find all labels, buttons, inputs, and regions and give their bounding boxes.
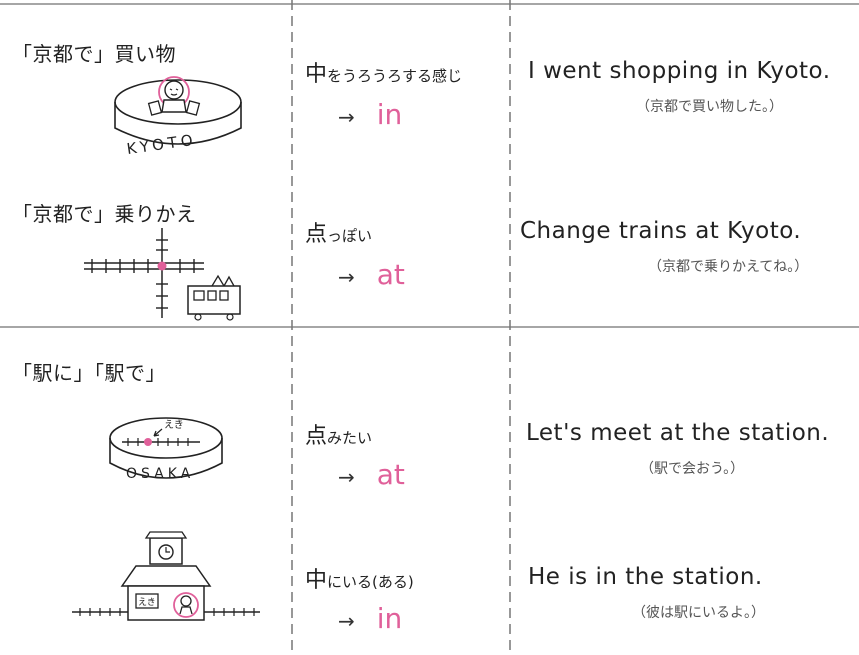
train-crossing-drawing: [84, 228, 241, 321]
kyoto-city-drawing: [114, 76, 242, 145]
row2-feel-main: 点: [305, 222, 328, 247]
row3-label: 「駅に」「駅で」: [12, 361, 166, 385]
row2-arrow: →: [338, 265, 355, 289]
building-sign-text: えき: [138, 597, 156, 608]
row3-feeling: 点みたい: [305, 418, 372, 450]
row3-answer: → at: [338, 458, 405, 491]
station-building-drawing: えき: [72, 531, 260, 621]
row3-feel-rest: みたい: [327, 429, 373, 447]
osaka-small-sign: えき: [164, 419, 184, 431]
row4-preposition: in: [376, 602, 403, 635]
row1-preposition: in: [376, 98, 403, 131]
row4-feel-rest: にいる(ある): [327, 573, 414, 591]
row1-feel-main: 中: [305, 62, 328, 87]
row3-english: Let's meet at the station.: [526, 420, 830, 446]
row4-feel-main: 中: [305, 568, 328, 593]
row1-arrow: →: [338, 105, 355, 129]
row2-japanese: （京都で乗りかえてね。）: [648, 259, 809, 275]
row2-feeling: 点っぽい: [305, 216, 372, 248]
row2-english: Change trains at Kyoto.: [520, 218, 802, 244]
kyoto-sign-text: KYOTO: [126, 131, 198, 159]
row2-label: 「京都で」乗りかえ: [12, 202, 197, 226]
osaka-station-drawing: えき OSAKA: [109, 417, 223, 482]
osaka-sign-text: OSAKA: [126, 466, 194, 482]
kyoto-sign: KYOTO: [126, 131, 198, 159]
row2-answer: → at: [338, 258, 405, 291]
row1-label: 「京都で」買い物: [12, 42, 176, 66]
row3-japanese: （駅で会おう。）: [640, 461, 745, 477]
row1-japanese: （京都で買い物した。）: [636, 99, 783, 115]
row2-feel-rest: っぽい: [327, 227, 373, 245]
row3-preposition: at: [376, 458, 405, 491]
row1-feeling: 中をうろうろする感じ: [305, 56, 462, 88]
row4-english: He is in the station.: [528, 564, 763, 590]
row1-answer: → in: [338, 98, 402, 131]
row3-arrow: →: [338, 465, 355, 489]
row4-answer: → in: [338, 602, 402, 635]
row4-feeling: 中にいる(ある): [305, 562, 414, 594]
row3-feel-main: 点: [305, 424, 328, 449]
row4-japanese: （彼は駅にいるよ。）: [632, 605, 765, 621]
row4-arrow: →: [338, 609, 355, 633]
row2-preposition: at: [376, 258, 405, 291]
row1-feel-rest: をうろうろする感じ: [327, 67, 463, 85]
row1-english: I went shopping in Kyoto.: [528, 58, 831, 84]
